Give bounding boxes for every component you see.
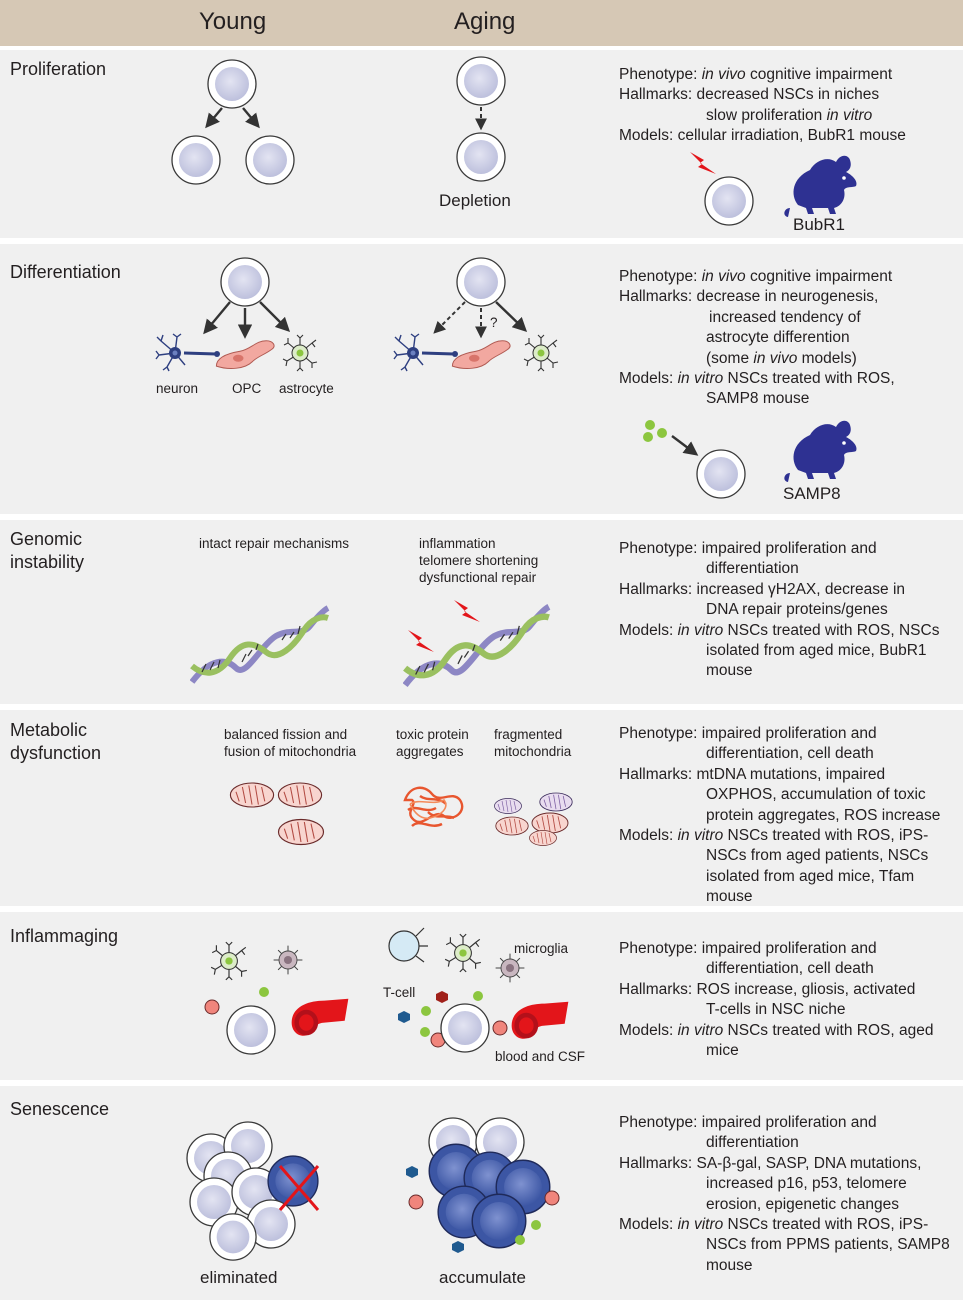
metabolic-hallmarks: Hallmarks: mtDNA mutations, impaired <box>619 765 886 783</box>
depletion-label: Depletion <box>439 191 511 210</box>
column-header-bar: Young Aging <box>0 0 963 46</box>
inflammaging-models: Models: in vitro NSCs treated with ROS, … <box>619 1021 934 1039</box>
genomic-models: Models: in vitro NSCs treated with ROS, … <box>619 621 940 639</box>
intact-repair-label: intact repair mechanisms <box>199 536 350 551</box>
differentiation-hallmarks: Hallmarks: decrease in neurogenesis, <box>619 288 879 306</box>
differentiation-models: Models: in vitro NSCs treated with ROS, <box>619 370 895 388</box>
fragmented-mito-label: fragmented mitochondria <box>494 727 572 759</box>
eliminated-label: eliminated <box>200 1268 278 1287</box>
genomic-hallmarks: Hallmarks: increased γH2AX, decrease in <box>619 580 906 598</box>
proliferation-models: Models: cellular irradiation, BubR1 mous… <box>619 127 906 145</box>
astrocyte-label: astrocyte <box>279 381 334 396</box>
toxic-aggregates-label: toxic protein aggregates <box>396 727 469 759</box>
metabolic-phenotype: Phenotype: impaired proliferation and <box>619 725 877 742</box>
proliferation-phenotype: Phenotype: in vivo cognitive impairment <box>619 66 893 83</box>
inflammaging-hallmarks: Hallmarks: ROS increase, gliosis, activa… <box>619 980 916 998</box>
differentiation-info: Phenotype: in vivo cognitive impairment … <box>619 268 895 408</box>
opc-label: OPC <box>232 381 262 396</box>
samp8-mouse-label: SAMP8 <box>783 484 841 503</box>
tcell-label: T-cell <box>383 985 416 1000</box>
row-genomic-instability <box>0 520 963 704</box>
proliferation-info: Phenotype: in vivo cognitive impairment … <box>619 65 906 147</box>
senescence-models: Models: in vitro NSCs treated with ROS, … <box>619 1216 929 1234</box>
inflammaging-phenotype: Phenotype: impaired proliferation and <box>619 940 877 957</box>
proliferation-hallmarks: Hallmarks: decreased NSCs in niches <box>619 86 880 104</box>
row-title-inflammaging: Inflammaging <box>10 926 119 946</box>
young-column-header: Young <box>199 8 267 35</box>
balanced-fission-label: balanced fission and fusion of mitochond… <box>224 727 357 759</box>
neuron-label: neuron <box>156 381 199 396</box>
bubr1-mouse-label: BubR1 <box>793 215 845 234</box>
accumulate-label: accumulate <box>439 1268 526 1287</box>
row-metabolic-dysfunction <box>0 710 963 906</box>
microglia-label: microglia <box>514 941 569 956</box>
differentiation-phenotype: Phenotype: in vivo cognitive impairment <box>619 268 893 285</box>
question-mark-label: ? <box>490 315 498 330</box>
senescence-info: Phenotype: impaired proliferation and di… <box>619 1114 950 1274</box>
genomic-aging-labels: inflammation telomere shortening dysfunc… <box>419 536 539 585</box>
senescence-hallmarks: Hallmarks: SA-β-gal, SASP, DNA mutations… <box>619 1154 922 1172</box>
metabolic-info: Phenotype: impaired proliferation and di… <box>619 725 941 906</box>
senescence-phenotype: Phenotype: impaired proliferation and <box>619 1114 877 1131</box>
metabolic-models: Models: in vitro NSCs treated with ROS, … <box>619 827 929 845</box>
blood-csf-label: blood and CSF <box>495 1049 586 1064</box>
row-title-senescence: Senescence <box>10 1099 110 1119</box>
row-title-proliferation: Proliferation <box>10 59 107 79</box>
inflammaging-info: Phenotype: impaired proliferation and di… <box>619 940 934 1060</box>
genomic-phenotype: Phenotype: impaired proliferation and <box>619 540 877 557</box>
row-title-differentiation: Differentiation <box>10 262 121 282</box>
aging-column-header: Aging <box>454 8 516 35</box>
genomic-info: Phenotype: impaired proliferation and di… <box>619 540 940 680</box>
